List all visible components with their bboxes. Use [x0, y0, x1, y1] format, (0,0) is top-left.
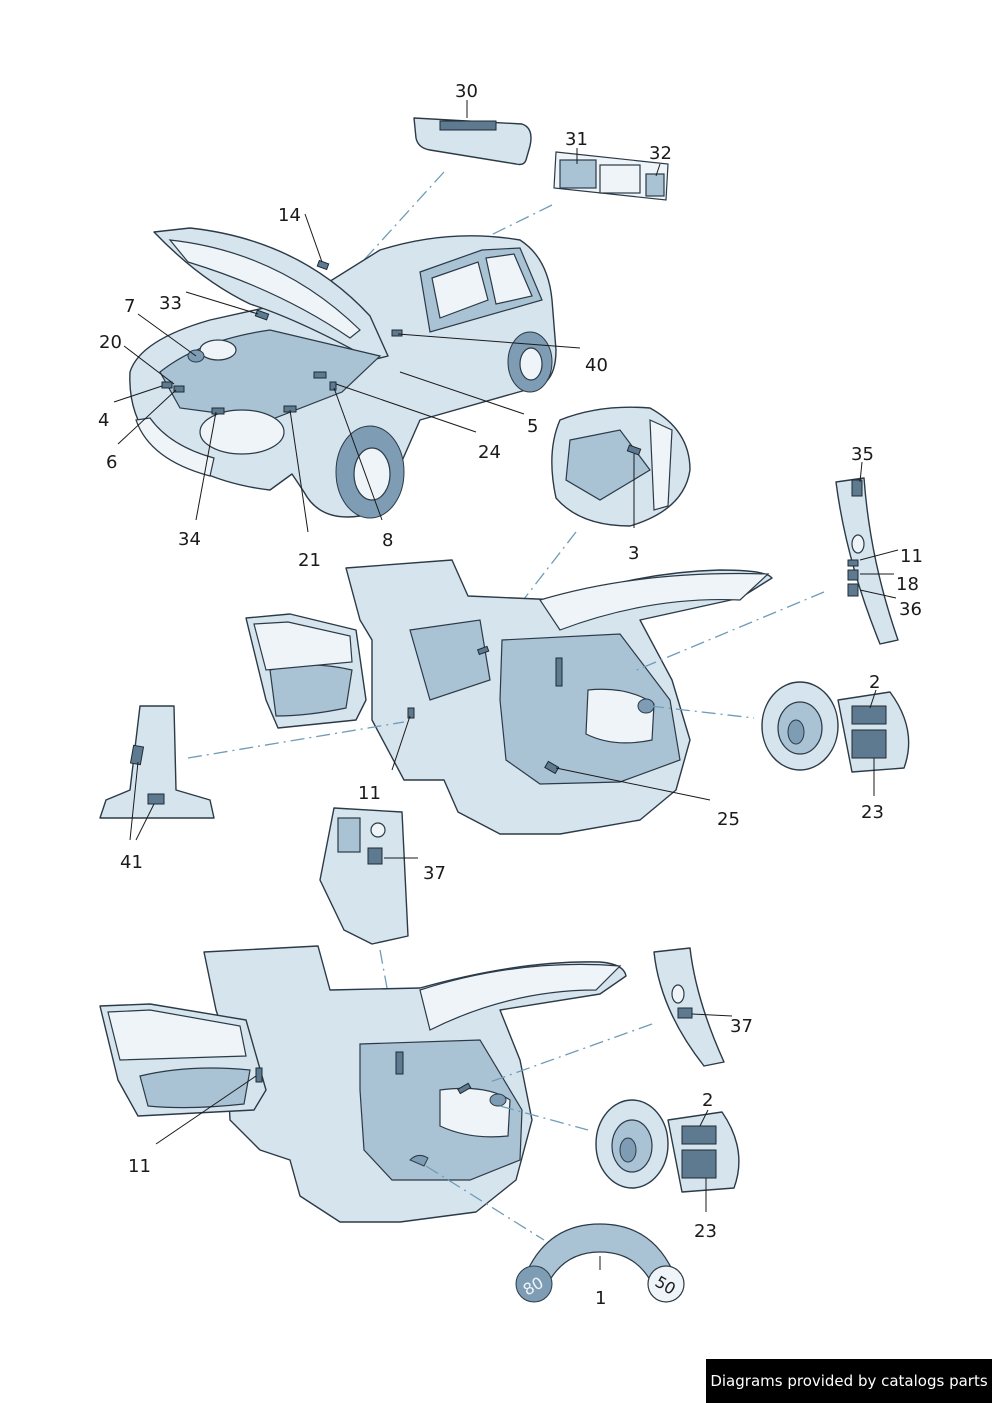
- callout-2-top: 2: [869, 672, 880, 693]
- callout-24: 24: [478, 442, 501, 463]
- body-shell-middle: [245, 559, 773, 835]
- callout-36: 36: [899, 599, 922, 620]
- pillar-detail-left: [99, 705, 215, 819]
- fuel-flap-bottom: [595, 1099, 740, 1193]
- callout-8: 8: [382, 530, 393, 551]
- callout-25: 25: [717, 809, 740, 830]
- callout-40: 40: [585, 355, 608, 376]
- callout-11-middle: 11: [358, 783, 381, 804]
- callout-31: 31: [565, 129, 588, 150]
- footer-text: Diagrams provided by catalogs parts: [710, 1372, 988, 1390]
- callout-37-upper: 37: [423, 863, 446, 884]
- body-shell-bottom: [99, 945, 627, 1223]
- callout-14: 14: [278, 205, 301, 226]
- callout-32: 32: [649, 143, 672, 164]
- sticker-panel: [553, 151, 669, 201]
- callout-11-bottom: 11: [128, 1156, 151, 1177]
- callout-23-bottom: 23: [694, 1221, 717, 1242]
- callout-7: 7: [124, 296, 135, 317]
- callout-37-lower: 37: [730, 1016, 753, 1037]
- leader-lines: [113, 100, 899, 1270]
- callout-21: 21: [298, 550, 321, 571]
- callout-3: 3: [628, 543, 639, 564]
- callout-18: 18: [896, 574, 919, 595]
- callouts: 30 31 32 14 33 7 20 4 6 40 5 24 34 21 8 …: [98, 81, 923, 1309]
- pillar-detail-right: [835, 477, 899, 645]
- callout-34: 34: [178, 529, 201, 550]
- pillar-detail-upper: [319, 807, 409, 945]
- callout-23-top: 23: [861, 802, 884, 823]
- callout-35: 35: [851, 444, 874, 465]
- interior-detail-3: [551, 406, 691, 527]
- callout-11-pillar: 11: [900, 546, 923, 567]
- callout-41: 41: [120, 852, 143, 873]
- footer-credit: Diagrams provided by catalogs parts: [706, 1359, 992, 1403]
- callout-4: 4: [98, 410, 109, 431]
- callout-6: 6: [106, 452, 117, 473]
- pillar-detail-lower: [653, 947, 725, 1067]
- callout-20: 20: [99, 332, 122, 353]
- callout-33: 33: [159, 293, 182, 314]
- car-front-open-hood: [129, 227, 557, 519]
- sun-visor: [413, 117, 532, 166]
- callout-5: 5: [527, 416, 538, 437]
- callout-30: 30: [455, 81, 478, 102]
- tire-pressure-sticker: [515, 1223, 685, 1303]
- fuel-flap-top: [761, 681, 910, 773]
- callout-2-bottom: 2: [702, 1090, 713, 1111]
- callout-1: 1: [595, 1288, 606, 1309]
